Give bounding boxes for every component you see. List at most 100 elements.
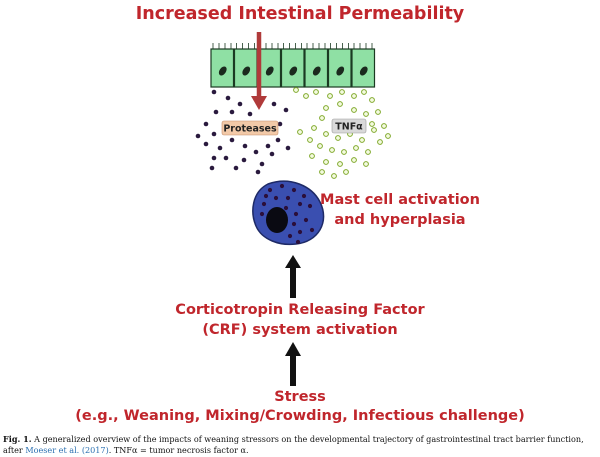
tnf-dot bbox=[341, 149, 347, 155]
tnf-dot bbox=[335, 135, 341, 141]
mast-cell-granule bbox=[259, 211, 265, 217]
mast-cell bbox=[252, 180, 325, 246]
diagram-title: Increased Intestinal Permeability bbox=[135, 4, 465, 24]
tnf-dot bbox=[323, 105, 329, 111]
red-arrow-head bbox=[251, 96, 267, 110]
tnf-dot bbox=[323, 131, 329, 137]
mast-cell-granule bbox=[291, 187, 297, 193]
protease-dot bbox=[283, 107, 289, 113]
cell-nucleus bbox=[312, 66, 321, 76]
tnf-dot bbox=[327, 93, 333, 99]
mast-cell-granule bbox=[273, 195, 279, 201]
crf-label-line1: Corticotropin Releasing Factor bbox=[175, 302, 425, 318]
caption-text-end: . TNFα = tumor necrosis factor α. bbox=[108, 445, 249, 455]
tnf-dot bbox=[351, 107, 357, 113]
protease-dot bbox=[255, 169, 261, 175]
tnf-dot bbox=[337, 161, 343, 167]
tnf-dot bbox=[317, 143, 323, 149]
tnf-dot bbox=[359, 137, 365, 143]
mast-cell-granule bbox=[287, 233, 293, 239]
protease-dot bbox=[265, 143, 271, 149]
protease-dot bbox=[195, 133, 201, 139]
protease-dot bbox=[242, 143, 248, 149]
protease-dot bbox=[211, 131, 217, 137]
mast-cell-granule bbox=[303, 217, 309, 223]
mast-cell-granule bbox=[301, 193, 307, 199]
protease-dot bbox=[237, 101, 243, 107]
mast-cell-granule bbox=[309, 227, 315, 233]
protease-dot bbox=[277, 121, 283, 127]
tnf-dot bbox=[385, 133, 391, 139]
protease-dot bbox=[229, 137, 235, 143]
tnf-dots bbox=[293, 87, 391, 179]
protease-dot bbox=[217, 145, 223, 151]
epithelial-cell-layer bbox=[210, 43, 376, 88]
protease-dot bbox=[223, 155, 229, 161]
cell-nucleus bbox=[289, 66, 298, 76]
up-arrow-lower bbox=[285, 342, 301, 386]
protease-dot bbox=[209, 165, 215, 171]
tnf-dot bbox=[363, 111, 369, 117]
protease-dots bbox=[195, 89, 291, 175]
stress-label-line2: (e.g., Weaning, Mixing/Crowding, Infecti… bbox=[75, 408, 525, 424]
cell-nucleus bbox=[242, 66, 251, 76]
mast-cell-granule bbox=[285, 195, 291, 201]
caption-reference-link[interactable]: Moeser et al. (2017) bbox=[25, 445, 109, 455]
mast-cell-granule bbox=[267, 187, 273, 193]
cell-nucleus bbox=[336, 66, 345, 76]
mast-cell-nucleus bbox=[266, 207, 288, 233]
protease-dot bbox=[225, 95, 231, 101]
protease-dot bbox=[285, 145, 291, 151]
protease-dot bbox=[213, 109, 219, 115]
tnf-dot bbox=[375, 109, 381, 115]
tnf-dot bbox=[369, 121, 375, 127]
protease-dot bbox=[229, 109, 235, 115]
mast-cell-granule bbox=[283, 205, 289, 211]
tnf-dot bbox=[329, 147, 335, 153]
mast-cell-granule bbox=[291, 221, 297, 227]
proteases-label: Proteases bbox=[223, 124, 277, 135]
tnf-label: TNFα bbox=[335, 122, 363, 133]
tnf-dot bbox=[369, 97, 375, 103]
mast-cell-label-line2: and hyperplasia bbox=[334, 212, 466, 228]
tnf-dot bbox=[319, 169, 325, 175]
cell-nucleus bbox=[359, 66, 368, 76]
tnf-dot bbox=[351, 157, 357, 163]
stress-label-line1: Stress bbox=[274, 389, 326, 405]
protease-dot bbox=[211, 89, 217, 95]
tnf-dot bbox=[353, 145, 359, 151]
tnf-dot bbox=[319, 115, 325, 121]
tnf-dot bbox=[339, 89, 345, 95]
tnf-dot bbox=[371, 127, 377, 133]
protease-dot bbox=[247, 111, 253, 117]
mast-cell-granule bbox=[261, 201, 267, 207]
protease-dot bbox=[233, 165, 239, 171]
tnf-dot bbox=[337, 101, 343, 107]
mast-cell-granule bbox=[295, 239, 301, 245]
protease-dot bbox=[259, 161, 265, 167]
tnf-dot bbox=[309, 153, 315, 159]
proteases-label-box bbox=[221, 120, 279, 136]
mast-cell-granule bbox=[279, 183, 285, 189]
tnf-dot bbox=[381, 123, 387, 129]
tnf-dot bbox=[351, 93, 357, 99]
tnf-dot bbox=[293, 87, 299, 93]
mast-cell-granule bbox=[263, 193, 269, 199]
protease-dot bbox=[269, 151, 275, 157]
tnf-dot bbox=[313, 89, 319, 95]
tnf-dot bbox=[307, 137, 313, 143]
protease-dot bbox=[271, 101, 277, 107]
mast-cell-granule bbox=[307, 203, 313, 209]
tnf-dot bbox=[363, 161, 369, 167]
tnf-dot bbox=[331, 173, 337, 179]
tnf-dot bbox=[303, 93, 309, 99]
mast-cell-granule bbox=[297, 201, 303, 207]
tnf-dot bbox=[365, 149, 371, 155]
protease-dot bbox=[203, 141, 209, 147]
tnf-dot bbox=[311, 125, 317, 131]
tnf-dot bbox=[377, 139, 383, 145]
caption-label: Fig. 1. bbox=[3, 434, 32, 444]
protease-dot bbox=[203, 121, 209, 127]
up-arrow-upper bbox=[285, 255, 301, 298]
protease-dot bbox=[211, 155, 217, 161]
